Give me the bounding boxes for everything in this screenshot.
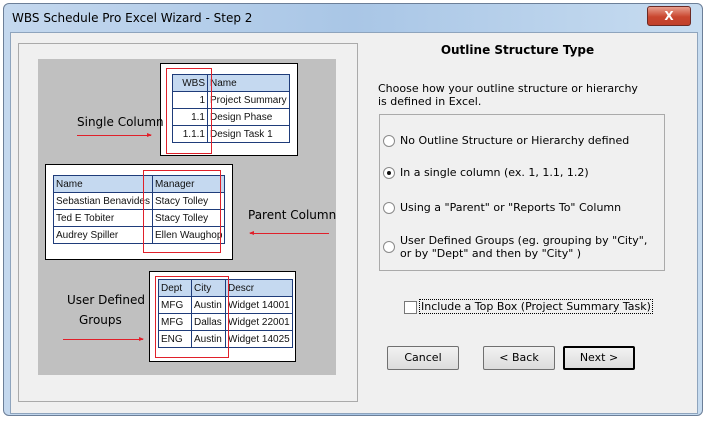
cell: Sebastian Benavides bbox=[53, 192, 153, 210]
arrow-right-icon bbox=[77, 133, 152, 137]
user-groups-label-1: User Defined bbox=[67, 293, 145, 307]
option-user-groups[interactable]: User Defined Groups (eg. grouping by "Ci… bbox=[383, 234, 653, 260]
option-label: No Outline Structure or Hierarchy define… bbox=[400, 134, 630, 147]
radio-icon[interactable] bbox=[383, 201, 395, 214]
header-cell: Dept bbox=[158, 279, 192, 297]
cell: Austin bbox=[191, 330, 226, 348]
arrow-right-icon bbox=[63, 337, 144, 341]
window-title: WBS Schedule Pro Excel Wizard - Step 2 bbox=[12, 11, 253, 25]
cell: Ellen Waughop bbox=[151, 226, 226, 244]
description: Choose how your outline structure or hie… bbox=[378, 82, 638, 108]
section-heading: Outline Structure Type bbox=[440, 43, 595, 57]
cell: 1.1.1 bbox=[172, 125, 208, 143]
cell: Stacy Tolley bbox=[151, 192, 226, 210]
user-groups-label-2: Groups bbox=[79, 313, 122, 327]
cell: Audrey Spiller bbox=[53, 226, 153, 244]
option-label: User Defined Groups (eg. grouping by "Ci… bbox=[400, 234, 648, 260]
cell: Project Summary bbox=[207, 91, 290, 109]
option-label: Using a "Parent" or "Reports To" Column bbox=[400, 201, 622, 214]
cancel-button[interactable]: Cancel bbox=[387, 346, 459, 370]
highlight-box bbox=[166, 68, 212, 154]
cell: Design Task 1 bbox=[207, 125, 290, 143]
illustration-group bbox=[18, 43, 358, 402]
option-no-outline[interactable]: No Outline Structure or Hierarchy define… bbox=[383, 134, 629, 147]
top-box-checkbox[interactable] bbox=[404, 301, 417, 314]
single-column-label: Single Column bbox=[77, 115, 164, 129]
option-label: In a single column (ex. 1, 1.1, 1.2) bbox=[400, 166, 589, 179]
radio-selected-icon[interactable] bbox=[383, 166, 395, 179]
close-button[interactable]: X bbox=[647, 6, 691, 26]
cell: Widget 14001 bbox=[225, 296, 293, 314]
parent-column-label: Parent Column bbox=[248, 208, 337, 222]
cell: Widget 14025 bbox=[225, 330, 293, 348]
radio-icon[interactable] bbox=[383, 134, 395, 147]
cell: Design Phase bbox=[207, 108, 290, 126]
header-cell: Manager bbox=[151, 175, 226, 193]
next-button[interactable]: Next > bbox=[563, 346, 635, 370]
highlight-box bbox=[143, 170, 221, 253]
cell: Ted E Tobiter bbox=[53, 209, 153, 227]
top-box-label[interactable]: Include a Top Box (Project Summary Task) bbox=[419, 299, 653, 314]
options-group bbox=[379, 114, 665, 271]
arrow-left-icon bbox=[249, 231, 329, 235]
header-cell: Name bbox=[207, 74, 290, 92]
option-single-column[interactable]: In a single column (ex. 1, 1.1, 1.2) bbox=[383, 166, 589, 179]
back-button[interactable]: < Back bbox=[483, 346, 555, 370]
header-cell: WBS bbox=[172, 74, 208, 92]
option-parent-column[interactable]: Using a "Parent" or "Reports To" Column bbox=[383, 201, 621, 214]
cell: Widget 22001 bbox=[225, 313, 293, 331]
radio-icon[interactable] bbox=[383, 241, 395, 253]
highlight-box bbox=[155, 276, 229, 358]
header-cell: Name bbox=[53, 175, 153, 193]
header-cell: Descr bbox=[225, 279, 293, 297]
